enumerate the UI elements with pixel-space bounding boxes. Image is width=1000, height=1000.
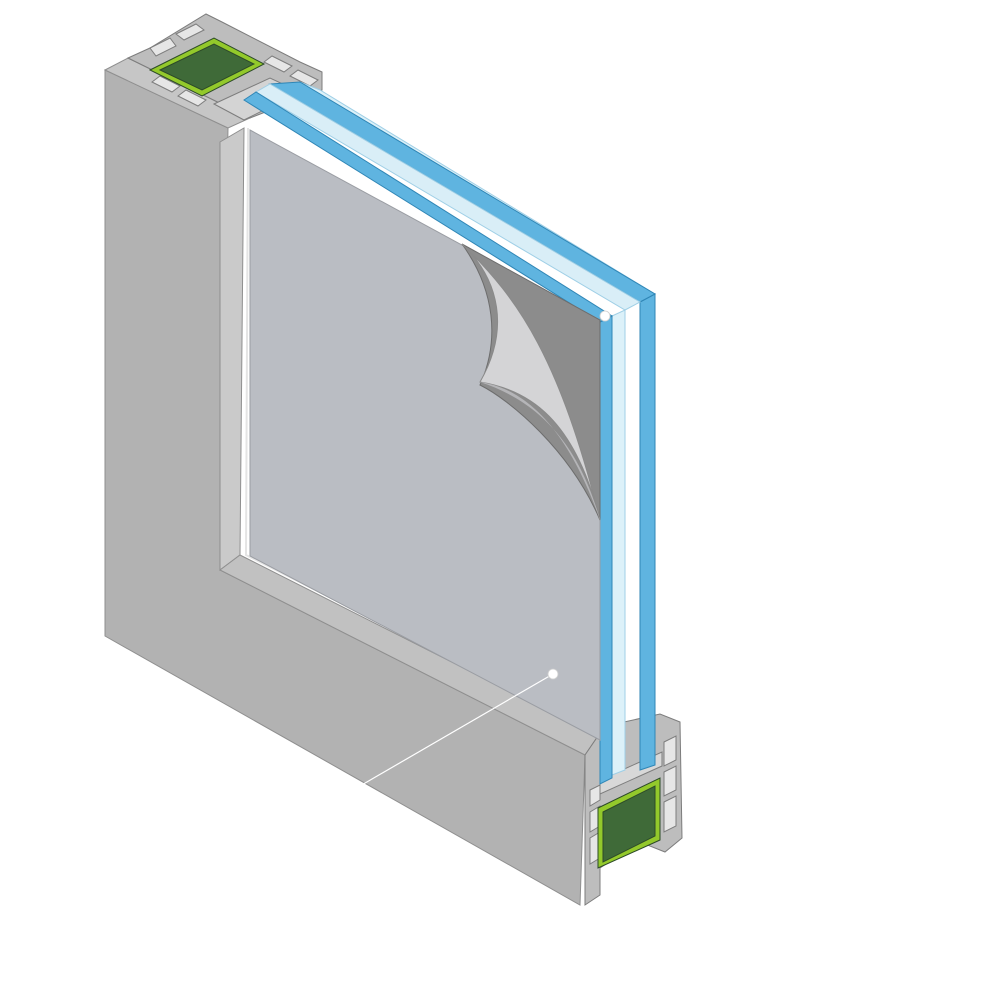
glass-inner-edge [599,315,613,785]
callout-dot-glass [599,310,611,322]
callout-dot-film [547,668,559,680]
film-peel-flap [461,243,601,521]
glass-outer-edge [639,293,656,771]
callout-line-film [359,673,554,787]
callouts [359,310,611,787]
glass-unit [243,81,657,785]
window-frame [103,57,599,906]
frame-jamb-bevel [219,127,245,571]
protective-film [249,129,601,741]
